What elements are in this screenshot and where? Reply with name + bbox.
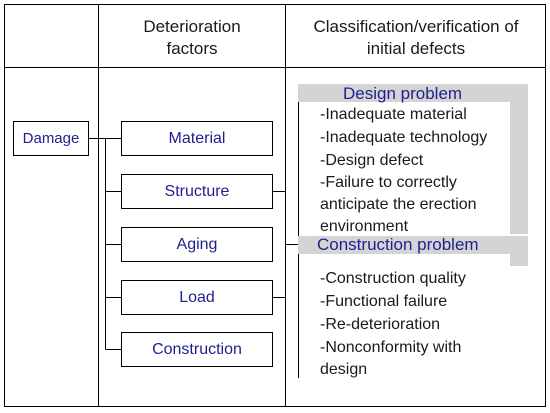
construction-item: -Nonconformity with: [320, 339, 462, 356]
damage-box: Damage: [13, 121, 89, 156]
factor-construction-box: Construction: [121, 332, 273, 367]
factor-load-box: Load: [121, 280, 273, 315]
construction-problem-band-side: [510, 236, 528, 266]
construction-item: -Functional failure: [320, 293, 448, 310]
construction-item: -Re-deterioration: [320, 316, 441, 333]
design-problem-band-side: [510, 84, 528, 234]
design-item: -Design defect: [320, 152, 424, 169]
factor-structure-box: Structure: [121, 174, 273, 209]
header-line-1: Classification/verification of: [313, 17, 519, 36]
design-item: -Inadequate material: [320, 106, 467, 123]
header-line-2: factors: [166, 39, 218, 58]
header-line-2: initial defects: [366, 39, 466, 58]
design-item: environment: [320, 218, 409, 235]
header-line-1: Deterioration: [143, 17, 241, 36]
connector-right-bracket: [273, 191, 286, 298]
design-problem-title: Design problem: [343, 84, 463, 103]
design-item: anticipate the erection: [320, 196, 477, 213]
table-border: [4, 4, 546, 407]
factor-aging-box: Aging: [121, 227, 273, 262]
design-problem-band: [298, 84, 528, 102]
construction-problem-title: Construction problem: [317, 235, 479, 254]
design-item: -Inadequate technology: [320, 129, 488, 146]
header-deterioration-factors: Deterioration factors: [99, 16, 285, 60]
construction-item: design: [320, 361, 368, 378]
design-item: -Failure to correctly: [320, 174, 457, 191]
factor-material-box: Material: [121, 121, 273, 156]
header-classification: Classification/verification of initial d…: [286, 16, 546, 60]
construction-item: -Construction quality: [320, 270, 466, 287]
construction-problem-band: [298, 236, 528, 254]
